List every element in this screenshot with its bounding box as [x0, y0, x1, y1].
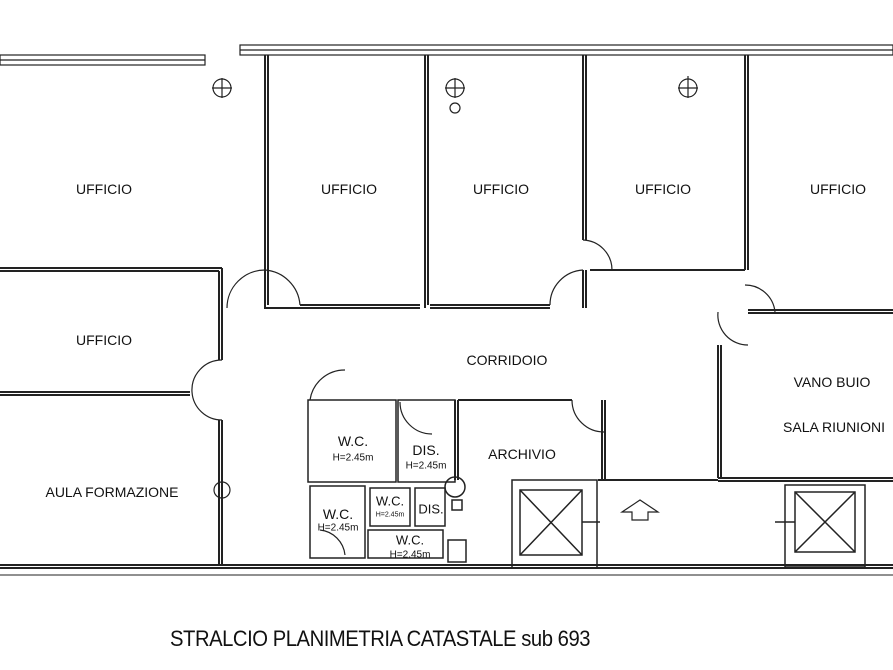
office-walls [0, 55, 749, 565]
room-label-ufficio: UFFICIO [76, 181, 132, 197]
room-label-ufficio: UFFICIO [321, 181, 377, 197]
room-height: H=2.45m [405, 460, 447, 472]
room-label-aula-formazione: AULA FORMAZIONE [45, 484, 179, 500]
room-label-archivio: ARCHIVIO [488, 446, 556, 462]
room-height: H=2.45m [317, 522, 359, 534]
wc-block-walls [307, 399, 467, 563]
door-arcs [191, 239, 776, 556]
room-label-wc: W.C. [375, 493, 405, 509]
window-strip [0, 44, 893, 66]
room-height: H=2.45m [375, 511, 405, 519]
room-label-wc: W.C. [322, 506, 354, 522]
light-fixture-icons [212, 76, 698, 499]
room-height: H=2.45m [332, 452, 374, 464]
room-label-ufficio: UFFICIO [473, 181, 529, 197]
meeting-room-walls [717, 309, 893, 482]
plan-caption: STRALCIO PLANIMETRIA CATASTALE sub 693 [170, 626, 591, 651]
room-height: H=2.45m [389, 549, 431, 561]
room-label-sala-riunioni: SALA RIUNIONI [783, 419, 885, 435]
room-label-ufficio: UFFICIO [635, 181, 691, 197]
bottom-wall [0, 564, 893, 569]
room-label-ufficio: UFFICIO [76, 332, 132, 348]
room-label-ufficio: UFFICIO [810, 181, 866, 197]
room-label-dis: DIS. [418, 501, 444, 517]
elevator-shafts [511, 479, 866, 569]
room-label-wc: W.C. [395, 532, 425, 548]
archive-walls [454, 399, 718, 481]
room-label-wc: W.C. [337, 433, 369, 449]
room-label-corridoio: CORRIDOIO [466, 352, 548, 368]
room-label-vano-buio: VANO BUIO [793, 374, 871, 390]
room-label-dis: DIS. [412, 442, 440, 458]
